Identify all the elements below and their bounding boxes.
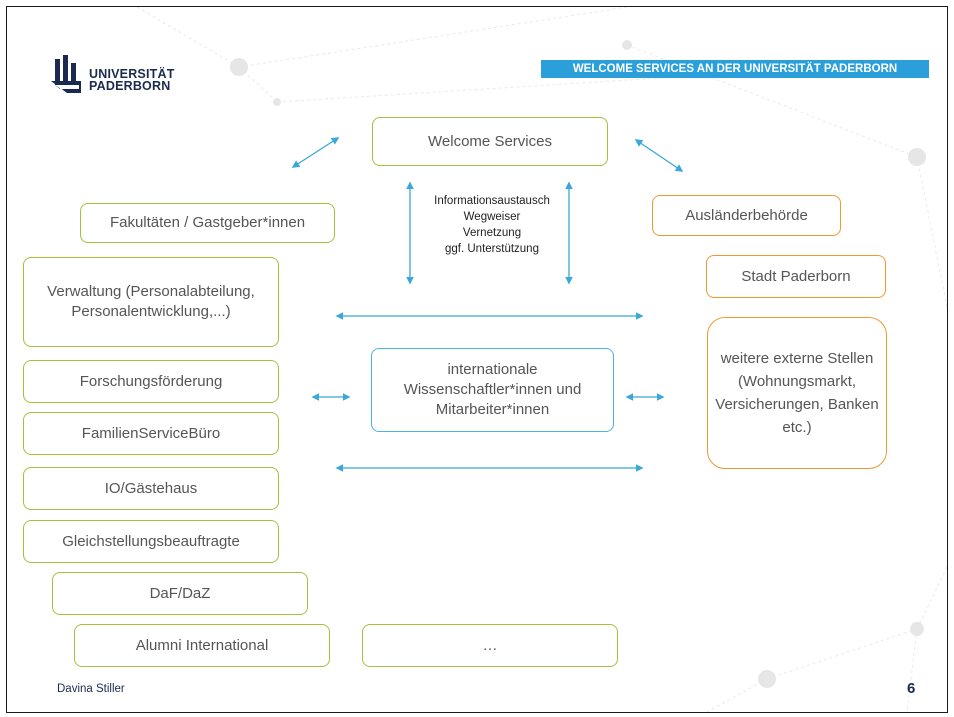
administration-box: Verwaltung (Personalabteilung, Personale… [23,257,279,347]
presenter-name: Davina Stiller [57,683,125,695]
exchange-line: Vernetzung [462,227,522,239]
immigration-office-box: Ausländerbehörde [652,195,841,236]
logo-wordmark: UNIVERSITÄT PADERBORN [89,67,175,93]
exchange-line: ggf. Unterstützung [445,243,539,255]
arrow-left-diagonal [291,137,340,168]
university-logo-icon [51,55,81,93]
exchange-text: Informationsaustausch Wegweiser Vernetzu… [417,193,567,257]
equality-officer-box: Gleichstellungsbeauftragte [23,520,279,563]
faculties-box: Fakultäten / Gastgeber*innen [80,203,335,243]
university-logo: UNIVERSITÄT PADERBORN [49,55,199,99]
arrow-right-diagonal [634,139,684,172]
exchange-line: Informationsaustausch [434,195,550,207]
international-staff-box: internationale Wissenschaftler*innen und… [371,348,614,432]
connector-arrows [291,137,684,472]
research-funding-box: Forschungsförderung [23,360,279,403]
family-service-box: FamilienServiceBüro [23,412,279,455]
exchange-line: Wegweiser [463,211,521,223]
daf-daz-box: DaF/DaZ [52,572,308,615]
logo-line1: UNIVERSITÄT [89,67,175,81]
io-guesthouse-box: IO/Gästehaus [23,467,279,510]
slide: UNIVERSITÄT PADERBORN WELCOME SERVICES A… [6,6,948,713]
background-network-decoration [136,7,947,712]
alumni-international-box: Alumni International [74,624,330,667]
header-banner: WELCOME SERVICES AN DER UNIVERSITÄT PADE… [541,60,929,78]
page-number: 6 [907,680,916,697]
welcome-services-box: Welcome Services [372,117,608,166]
city-paderborn-box: Stadt Paderborn [706,255,886,298]
external-agencies-box: weitere externe Stellen (Wohnungsmarkt, … [707,317,887,469]
logo-line2: PADERBORN [89,79,171,93]
more-ellipsis-box: … [362,624,618,667]
